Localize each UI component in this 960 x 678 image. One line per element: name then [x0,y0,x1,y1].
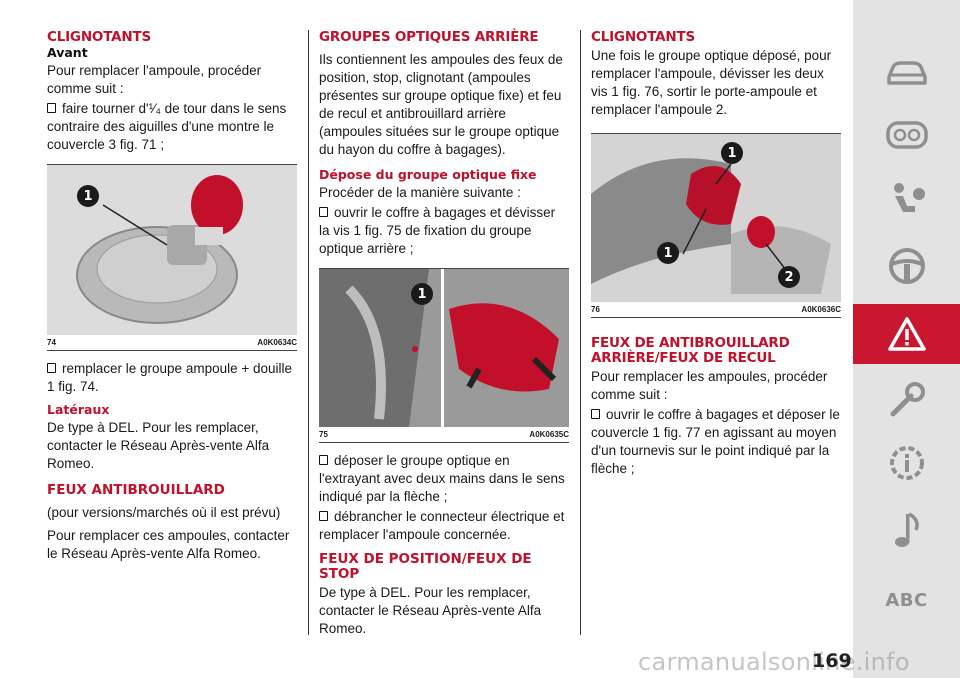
car-icon [886,61,927,85]
heading-feux-antibrouillard-arriere: FEUX DE ANTIBROUILLARD ARRIÈRE/FEUX DE R… [591,335,790,366]
bullet-step: déposer le groupe optique en l'extrayant… [319,452,569,506]
figure-number: 75 [319,430,328,439]
page-number: 169 [812,650,852,672]
bullet-text: déposer le groupe optique en l'extrayant… [319,453,565,504]
figure-code: A0K0634C [257,338,297,347]
column-1: CLIGNOTANTS Avant Pour remplacer l'ampou… [47,30,297,563]
heading-clignotants-arriere: CLIGNOTANTS [591,29,696,45]
subheading-lateraux: Latéraux [47,402,110,417]
bullet-text: ouvrir le coffre à bagages et déposer le… [591,407,840,476]
callout-1: 1 [721,142,743,164]
subheading-depose: Dépose du groupe optique fixe [319,167,537,182]
column-2: GROUPES OPTIQUES ARRIÈRE Ils contiennent… [319,30,569,638]
figure-code: A0K0636C [801,305,841,314]
bullet-step: débrancher le connecteur électrique et r… [319,508,569,544]
sidebar-item-maintenance[interactable] [853,370,960,430]
sidebar-item-technical-data[interactable] [853,433,960,493]
sidebar-item-driving[interactable] [853,236,960,296]
figure-image: 1 [47,164,297,335]
column-divider [308,30,309,635]
callout-1: 1 [657,242,679,264]
bullet-step: ouvrir le coffre à bagages et dévisser l… [319,204,569,258]
bullet-step: remplacer le groupe ampoule + douille 1 … [47,360,297,396]
sidebar-item-dashboard[interactable] [853,105,960,165]
bullet-text: débrancher le connecteur électrique et r… [319,509,565,542]
figure-image: 1 1 2 [591,133,841,302]
paragraph-feux-note: (pour versions/marchés où il est prévu) [47,505,281,520]
sidebar-item-car[interactable] [853,42,960,102]
column-divider [580,30,581,635]
music-note-icon [894,512,919,547]
paragraph-groupes: Ils contiennent les ampoules des feux de… [319,52,563,157]
column-3: CLIGNOTANTS Une fois le groupe optique d… [591,30,841,478]
figure-code: A0K0635C [529,430,569,439]
figure-caption: 74 A0K0634C [47,335,297,351]
sidebar-item-index[interactable]: ABC [853,570,960,630]
index-label: ABC [885,589,928,611]
figure-74: 1 74 A0K0634C [47,164,297,351]
watermark: carmanualsonline.info [638,648,910,676]
sidebar-item-emergency[interactable] [853,304,960,364]
wrench-icon [890,382,925,417]
callout-1: 1 [77,185,99,207]
callout-1: 1 [411,283,433,305]
figure-number: 76 [591,305,600,314]
dashboard-icon [885,121,928,149]
figure-76: 1 1 2 76 A0K0636C [591,133,841,318]
paragraph-position: De type à DEL. Pour les remplacer, conta… [319,585,542,636]
paragraph-feux: Pour remplacer ces ampoules, contacter l… [47,528,290,561]
figure-number: 74 [47,338,56,347]
warning-triangle-icon [887,317,926,351]
paragraph-intro: Pour remplacer l'ampoule, procéder comme… [47,63,262,96]
paragraph-antibrouillard: Pour remplacer les ampoules, procéder co… [591,369,828,402]
paragraph-depose: Procéder de la manière suivante : [319,185,521,200]
heading-feux-position: FEUX DE POSITION/FEUX DE STOP [319,551,532,582]
sidebar-item-safety[interactable] [853,170,960,230]
subheading-avant: Avant [47,45,88,60]
chapter-sidebar: ABC [853,0,960,678]
bullet-text: faire tourner d'¹⁄₄ de tour dans le sens… [47,101,287,152]
heading-groupes-optiques: GROUPES OPTIQUES ARRIÈRE [319,29,539,45]
figure-75: 1 75 A0K0635C [319,268,569,443]
figure-caption: 75 A0K0635C [319,427,569,443]
bullet-text: remplacer le groupe ampoule + douille 1 … [47,361,293,394]
paragraph-clignotants: Une fois le groupe optique déposé, pour … [591,48,832,117]
heading-clignotants: CLIGNOTANTS [47,29,152,45]
bullet-text: ouvrir le coffre à bagages et dévisser l… [319,205,556,256]
info-gear-icon [889,446,924,480]
heading-feux-antibrouillard: FEUX ANTIBROUILLARD [47,482,225,498]
steering-wheel-icon [888,248,925,284]
figure-caption: 76 A0K0636C [591,302,841,318]
sidebar-item-multimedia[interactable] [853,500,960,560]
bullet-step: faire tourner d'¹⁄₄ de tour dans le sens… [47,100,297,154]
bullet-step: ouvrir le coffre à bagages et déposer le… [591,406,841,478]
airbag-seat-icon [893,183,925,212]
paragraph-lateraux: De type à DEL. Pour les remplacer, conta… [47,420,270,471]
callout-2: 2 [778,266,800,288]
figure-image: 1 [319,268,569,427]
